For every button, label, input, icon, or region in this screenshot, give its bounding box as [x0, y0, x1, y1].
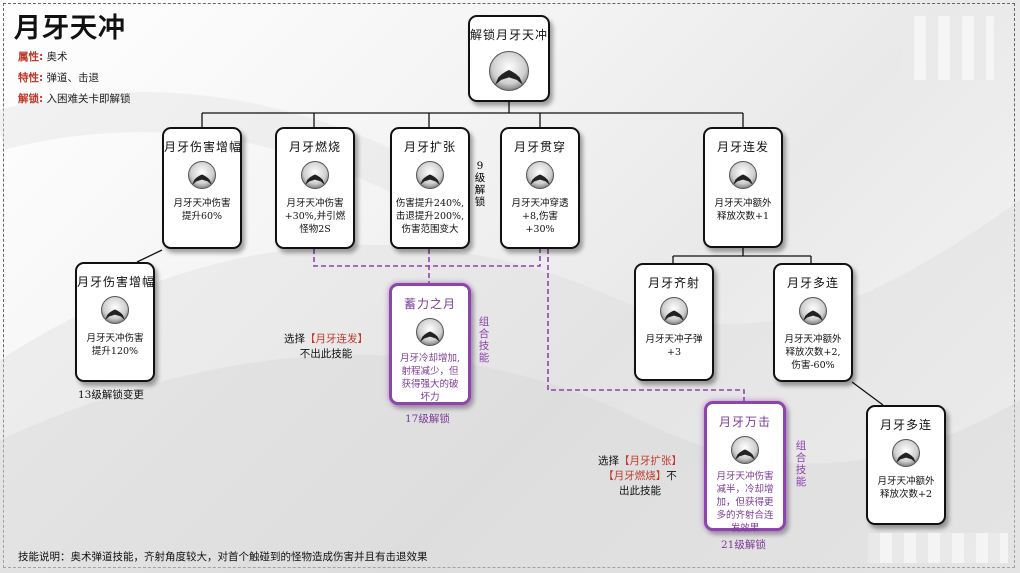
trait-line: 特性: 弹道、击退	[18, 70, 99, 85]
crescent-moon-wave-icon	[416, 161, 444, 189]
node-myriad-strike[interactable]: 月牙万击 月牙天冲伤害减半，冷却增加，但获得更多的齐射合连发效果	[704, 401, 786, 534]
node-title: 月牙万击	[718, 415, 771, 429]
node-title: 月牙连发	[716, 140, 769, 154]
node-multi-combo[interactable]: 月牙多连 月牙天冲额外释放次数+2,伤害-60%	[773, 263, 853, 382]
node-title: 月牙多连	[786, 276, 839, 290]
unlock-value: 入困难关卡即解锁	[46, 93, 131, 105]
node-desc: 月牙天冲子弹+3	[645, 334, 703, 358]
unlock-key: 解锁:	[18, 93, 44, 105]
node-root[interactable]: 解锁月牙天冲	[468, 15, 550, 102]
crescent-moon-wave-icon	[892, 439, 920, 467]
crescent-moon-wave-icon	[660, 297, 688, 325]
node-volley[interactable]: 月牙齐射 月牙天冲子弹+3	[634, 263, 714, 381]
note-exclusion-1: 选择【月牙连发】不出此技能	[284, 333, 368, 360]
node-title: 月牙伤害增幅	[164, 140, 243, 154]
watermark-blur-top	[902, 16, 994, 80]
node-desc: 月牙天冲伤害+30%,并引燃怪物2S	[284, 198, 346, 235]
node-burn[interactable]: 月牙燃烧 月牙天冲伤害+30%,并引燃怪物2S	[275, 127, 355, 249]
note-exclusion-2: 选择【月牙扩张】【月牙燃烧】不出此技能	[598, 455, 682, 497]
level-21-label: 21级解锁	[721, 539, 766, 551]
node-pierce[interactable]: 月牙贯穿 月牙天冲穿透+8,伤害+30%	[500, 127, 580, 249]
combo-skill-label-1: 组合技能	[478, 316, 490, 364]
node-desc: 月牙天冲伤害减半，冷却增加，但获得更多的齐射合连发效果	[716, 471, 774, 534]
node-title: 蓄力之月	[403, 297, 456, 311]
node-damage-boost[interactable]: 月牙伤害增幅 月牙天冲伤害提升60%	[162, 127, 242, 249]
crescent-moon-wave-icon	[489, 51, 529, 91]
node-desc: 伤害提升240%,击退提升200%,伤害范围变大	[395, 198, 465, 235]
node-multi-3[interactable]: 月牙多连 月牙天冲额外释放次数+2	[866, 405, 946, 525]
crescent-moon-wave-icon	[731, 436, 759, 464]
level-17-label: 17级解锁	[405, 413, 450, 425]
page-frame	[3, 3, 1015, 568]
node-desc: 月牙天冲额外释放次数+2	[877, 476, 935, 500]
node-charged-moon[interactable]: 蓄力之月 月牙冷却增加,射程减少，但获得强大的破坏力	[389, 283, 471, 405]
crescent-moon-wave-icon	[101, 296, 129, 324]
node-title: 月牙燃烧	[288, 140, 341, 154]
node-desc: 月牙天冲额外释放次数+1	[714, 198, 772, 222]
node-title: 解锁月牙天冲	[470, 28, 549, 42]
node-desc: 月牙天冲伤害提升60%	[173, 198, 231, 222]
node-damage-boost-2[interactable]: 月牙伤害增幅 月牙天冲伤害提升120%	[75, 262, 155, 382]
skill-description: 技能说明：奥术弹道技能，齐射角度较大，对首个触碰到的怪物造成伤害并且有击退效果	[18, 551, 428, 563]
node-desc: 月牙天冲额外释放次数+2,伤害-60%	[784, 334, 842, 371]
level-9-unlock-label: 9级解锁	[474, 160, 486, 208]
node-title: 月牙贯穿	[513, 140, 566, 154]
attribute-key: 属性:	[18, 51, 44, 63]
crescent-moon-wave-icon	[526, 161, 554, 189]
node-title: 月牙扩张	[403, 140, 456, 154]
crescent-moon-wave-icon	[416, 318, 444, 346]
trait-value: 弹道、击退	[46, 72, 100, 84]
watermark-blur-bottom	[868, 533, 1008, 563]
node-desc: 月牙天冲穿透+8,伤害+30%	[511, 198, 569, 235]
crescent-moon-wave-icon	[301, 161, 329, 189]
crescent-moon-wave-icon	[188, 161, 216, 189]
node-expand[interactable]: 月牙扩张 伤害提升240%,击退提升200%,伤害范围变大	[390, 127, 470, 249]
page-title: 月牙天冲	[14, 13, 126, 44]
attribute-value: 奥术	[46, 51, 68, 63]
crescent-moon-wave-icon	[799, 297, 827, 325]
node-desc: 月牙冷却增加,射程减少，但获得强大的破坏力	[399, 353, 461, 403]
node-title: 月牙多连	[879, 418, 932, 432]
node-multi-shot[interactable]: 月牙连发 月牙天冲额外释放次数+1	[703, 127, 783, 248]
attribute-line: 属性: 奥术	[18, 49, 68, 64]
node-desc: 月牙天冲伤害提升120%	[86, 333, 144, 357]
node-title: 月牙伤害增幅	[77, 275, 156, 289]
combo-skill-label-2: 组合技能	[795, 440, 807, 488]
level-13-label: 13级解锁变更	[78, 389, 144, 401]
node-title: 月牙齐射	[647, 276, 700, 290]
unlock-line: 解锁: 入困难关卡即解锁	[18, 91, 131, 106]
crescent-moon-wave-icon	[729, 161, 757, 189]
trait-key: 特性:	[18, 72, 44, 84]
